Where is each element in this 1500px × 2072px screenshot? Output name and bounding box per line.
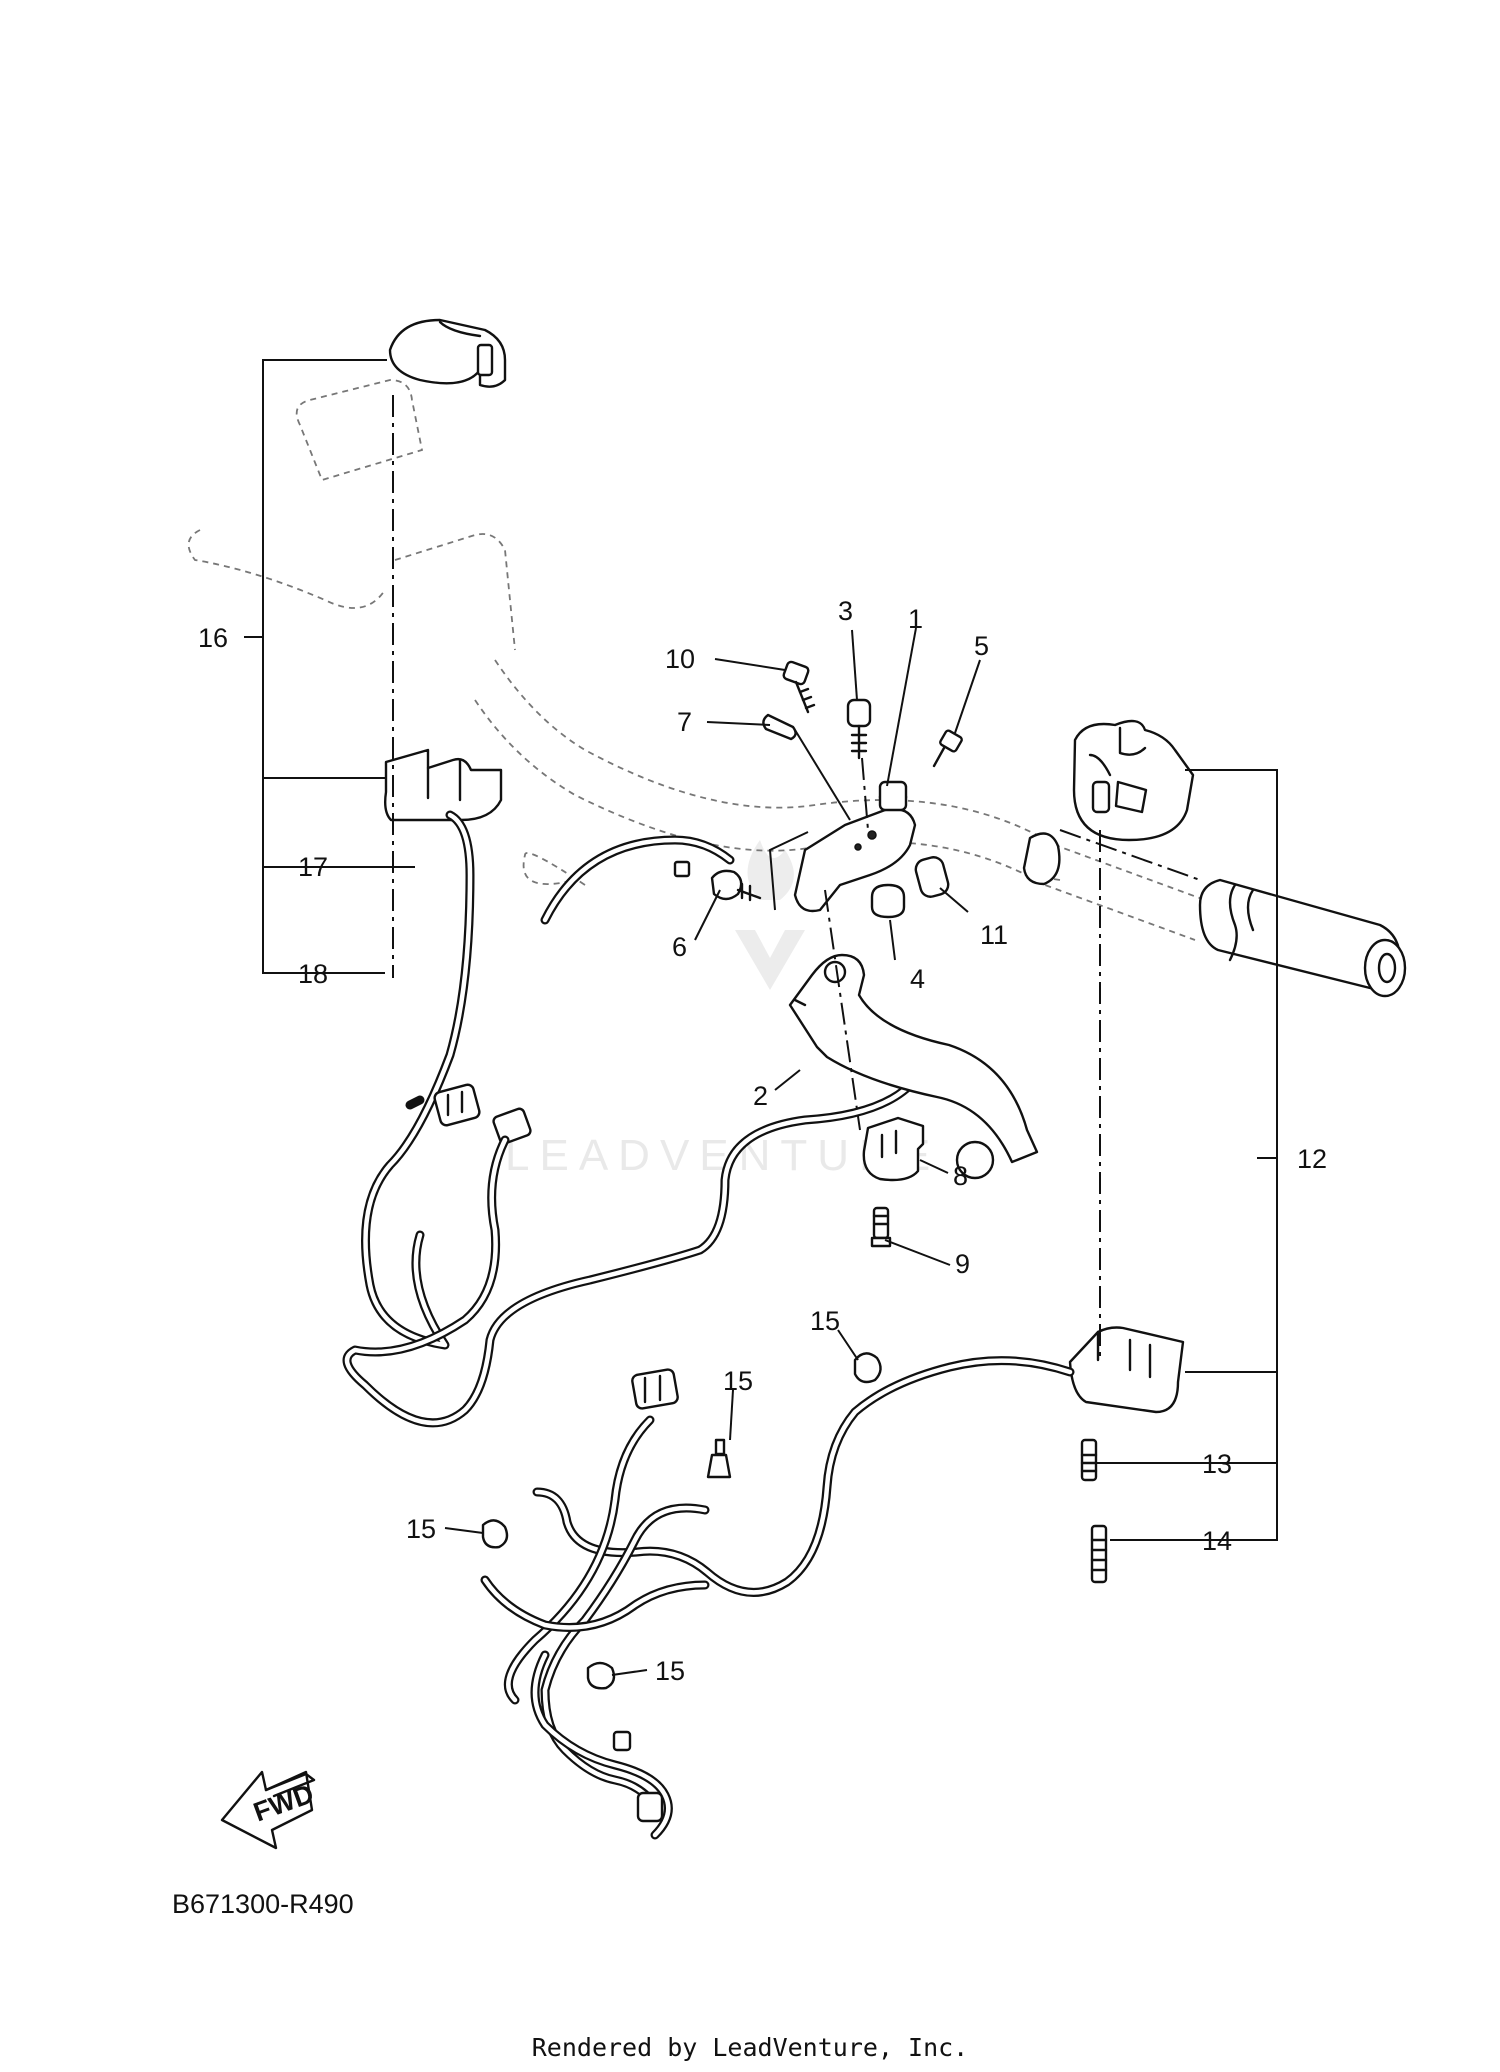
nut-4 [870,883,906,919]
fwd-arrow-icon [220,1770,316,1850]
left-switch-lower-housing [383,748,503,822]
callout-15-left: 15 [406,1514,436,1544]
watermark-logo [735,840,805,990]
clutch-lever [788,953,1039,1180]
adjuster-6 [710,869,762,902]
callout-18: 18 [298,959,328,989]
screw-9 [870,1206,892,1248]
bolt-3 [846,698,872,760]
clutch-switch [862,1116,925,1182]
clutch-lever-bracket [793,780,917,913]
right-bracket-lines [1097,769,1278,1541]
callout-16: 16 [198,623,228,653]
left-switch-connector-b [492,1107,532,1145]
harness-connector-upper [631,1368,679,1410]
callout-11: 11 [980,920,1008,950]
harness-connector-bottom [636,1791,664,1823]
clamp-15-top [853,1352,882,1384]
clamp-15-lower [586,1661,616,1690]
right-throttle-grip [1198,878,1407,998]
cable-tie-upper [706,1438,732,1479]
callout-8: 8 [953,1161,968,1191]
right-switch-upper-housing [1072,719,1195,842]
callout-1: 1 [908,604,923,634]
assembly-centerlines [392,395,1201,1360]
callout-4: 4 [910,964,925,994]
render-credit: Rendered by LeadVenture, Inc. [531,2033,969,2062]
callout-5: 5 [974,631,989,661]
clamp-15-left [481,1519,509,1549]
callout-7: 7 [677,707,692,737]
screw-13 [1080,1438,1098,1482]
left-switch-connector-a [405,1083,481,1127]
callout-6: 6 [672,932,687,962]
callout-13: 13 [1202,1449,1232,1479]
callout-leaders [444,627,1198,1676]
callout-10: 10 [665,644,695,674]
bolt-10 [782,660,816,714]
collar-11 [914,856,950,898]
harness-sensor-stub [612,1730,632,1752]
callout-15-top: 15 [810,1306,840,1336]
left-bracket-lines [244,359,415,974]
callout-17: 17 [298,852,328,882]
callout-12: 12 [1297,1144,1327,1174]
callout-9: 9 [955,1249,970,1279]
callout-2: 2 [753,1081,768,1111]
screw-14 [1090,1524,1108,1584]
screw-5 [932,729,963,768]
pin-7 [762,713,797,741]
diagram-code: B671300-R490 [172,1889,354,1919]
callout-15-lower: 15 [655,1656,685,1686]
left-switch-upper-housing [388,318,507,388]
handlebar-ghost [187,379,1206,941]
bar-end-collar [1022,832,1061,886]
callout-15-mid: 15 [723,1366,753,1396]
callout-14: 14 [1202,1526,1232,1556]
watermark-text: LEADVENTURE [505,1131,940,1180]
right-switch-lower-housing [1068,1326,1185,1414]
callout-3: 3 [838,596,853,626]
